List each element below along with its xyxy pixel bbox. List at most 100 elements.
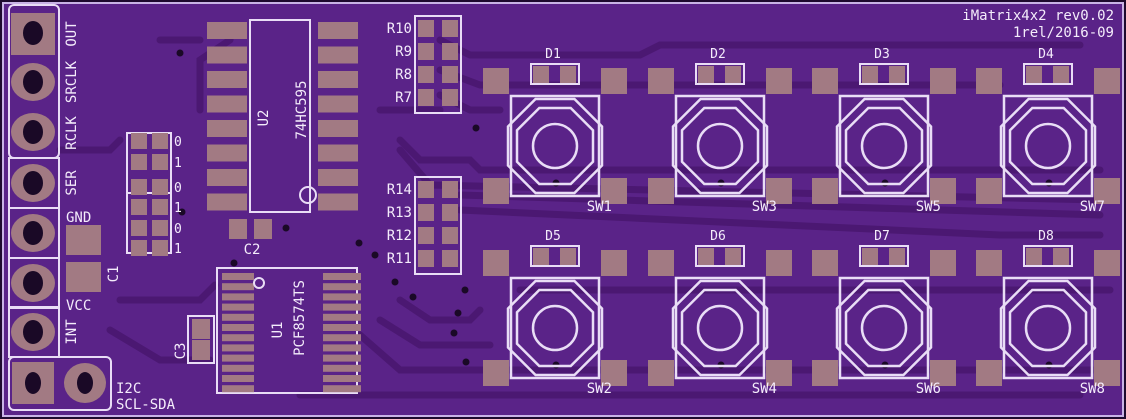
- ic-pad: [323, 303, 361, 311]
- ic-pad: [323, 313, 361, 321]
- ic-pad: [323, 344, 361, 352]
- ic-pad: [222, 334, 254, 342]
- jumper-pad-pair: 0: [131, 133, 182, 150]
- ic-pad: [318, 193, 358, 211]
- resistor-label: R14: [387, 182, 412, 198]
- tactile-switch: SW2: [483, 250, 627, 397]
- ic-pad: [318, 95, 358, 113]
- header-pin-label: SER: [64, 170, 80, 196]
- vcc-label: VCC: [66, 298, 91, 314]
- copper-traces: [56, 36, 1114, 399]
- resistor-label: R11: [387, 251, 412, 267]
- ic-pad: [222, 375, 254, 382]
- u1-ref: U1: [270, 322, 286, 339]
- tactile-switch: SW3: [648, 68, 792, 215]
- led-label: D7: [874, 229, 890, 244]
- address-jumpers: 0 1 0 1 0 1: [126, 132, 182, 257]
- header-pin: [11, 113, 55, 151]
- tactile-switch: SW5: [812, 68, 956, 215]
- c3-label: C3: [173, 343, 189, 360]
- header-pin: [8, 306, 60, 358]
- led-label: D6: [710, 229, 726, 244]
- resistor-label: R7: [395, 90, 412, 106]
- via: [371, 251, 379, 259]
- led-label: D8: [1038, 229, 1054, 244]
- header-pin-label: OUT: [64, 21, 80, 47]
- switch-label: SW7: [1080, 199, 1105, 215]
- via: [230, 259, 238, 267]
- led: D6: [695, 229, 745, 267]
- ic-pad: [318, 46, 358, 64]
- c1-label: C1: [106, 266, 122, 283]
- ic-pad: [222, 344, 254, 352]
- resistor: R14: [387, 181, 458, 198]
- ic-u2: U2 74HC595: [207, 19, 358, 213]
- via: [454, 309, 462, 317]
- ic-pad: [323, 385, 361, 393]
- resistor-label: R9: [395, 44, 412, 60]
- jumper-label: 1: [174, 201, 182, 216]
- via: [472, 124, 480, 132]
- switch-label: SW8: [1080, 381, 1105, 397]
- switch-label: SW1: [587, 199, 612, 215]
- c2-label: C2: [244, 242, 261, 258]
- led: D4: [1023, 47, 1073, 85]
- switch-label: SW2: [587, 381, 612, 397]
- jumper-label: 0: [174, 181, 182, 196]
- ic-pad: [222, 354, 254, 362]
- via: [178, 208, 186, 216]
- resistor: R8: [395, 66, 458, 83]
- ic-pad: [207, 120, 247, 137]
- ic-pad: [323, 293, 361, 301]
- led-label: D3: [874, 47, 890, 62]
- via: [409, 293, 417, 301]
- resistor-label: R8: [395, 67, 412, 83]
- ic-pad: [222, 364, 254, 372]
- led: D3: [859, 47, 909, 85]
- header-pin-label: SRCLK: [64, 60, 80, 103]
- ic-pad: [222, 313, 254, 321]
- via: [391, 278, 399, 286]
- u2-ref: U2: [256, 110, 272, 127]
- switch-label: SW5: [916, 199, 941, 215]
- tactile-switch: SW8: [976, 250, 1120, 397]
- jumper-pad-pair: 0: [131, 179, 182, 196]
- jumper-pad-pair: 1: [131, 154, 182, 171]
- switch-label: SW4: [752, 381, 777, 397]
- ic-pad: [318, 120, 358, 137]
- i2c-pins-label: SCL-SDA: [116, 397, 176, 413]
- ic-pad: [207, 22, 247, 39]
- jumper-pad-pair: 0: [131, 220, 182, 237]
- resistor-label: R10: [387, 21, 412, 37]
- ic-pad: [323, 364, 361, 372]
- led-label: D1: [545, 47, 561, 62]
- resistor-label: R13: [387, 205, 412, 221]
- header-pin: [11, 13, 55, 55]
- led: D2: [695, 47, 745, 85]
- resistor: R7: [395, 89, 458, 106]
- resistor: R12: [387, 227, 458, 244]
- ic-pad: [318, 22, 358, 39]
- capacitors: C1 C2 C3: [66, 219, 272, 364]
- ic-pad: [222, 273, 254, 280]
- tactile-switch: SW6: [812, 250, 956, 397]
- resistor: R9: [395, 43, 458, 60]
- led: D8: [1023, 229, 1073, 267]
- board-title: iMatrix4x2 rev0.02: [962, 8, 1114, 24]
- header-pin: [8, 257, 60, 309]
- tactile-switch: SW1: [483, 68, 627, 215]
- ic-u1: U1 PCF8574TS: [216, 267, 361, 394]
- ic-pad: [207, 46, 247, 64]
- switch-label: SW3: [752, 199, 777, 215]
- switch-label: SW6: [916, 381, 941, 397]
- via: [355, 239, 363, 247]
- led: D7: [859, 229, 909, 267]
- led-label: D2: [710, 47, 726, 62]
- header-pin: [8, 207, 60, 259]
- ic-pad: [318, 169, 358, 186]
- ic-pad: [318, 144, 358, 162]
- jumper-pad-pair: 1: [131, 240, 182, 257]
